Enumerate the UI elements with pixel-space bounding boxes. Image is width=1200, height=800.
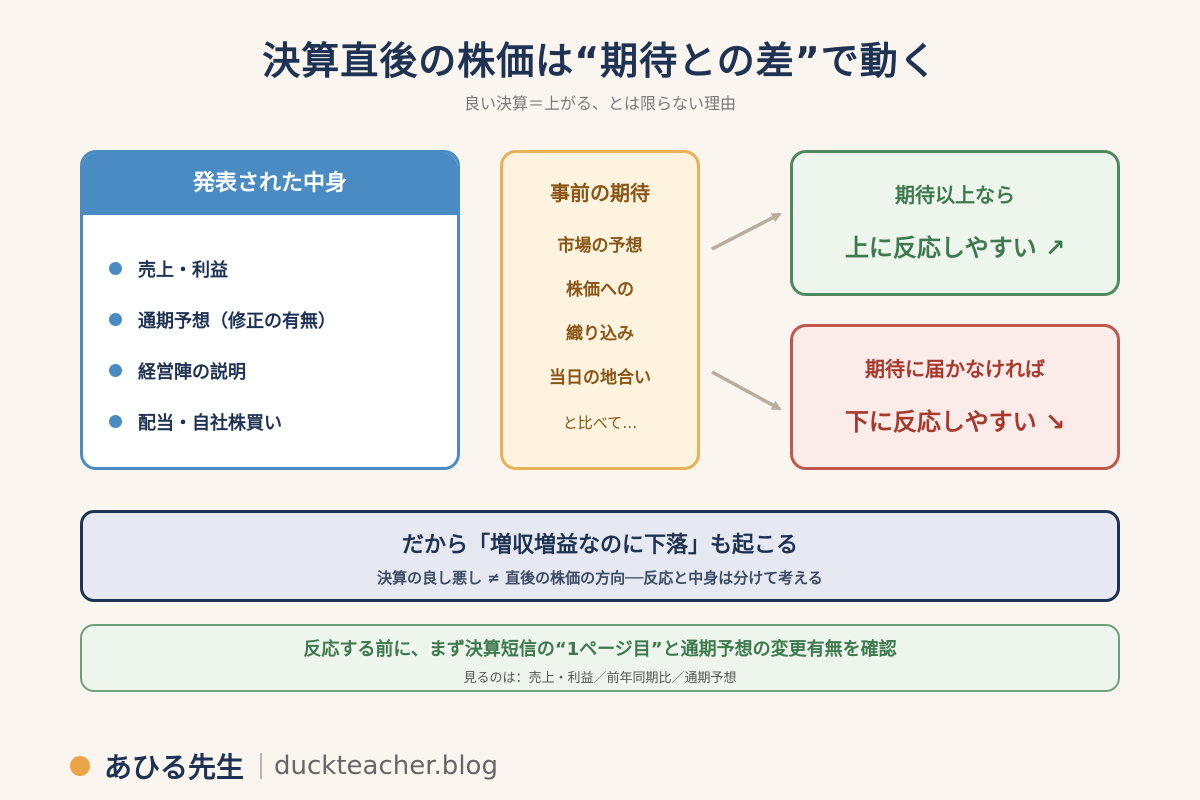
conclusion-banner: だから「増収増益なのに下落」も起こる 決算の良し悪し ≠ 直後の株価の方向──反… [80,510,1120,602]
result-up-reaction: 上に反応しやすい ↗ [844,234,1066,262]
list-item-label: 売上・利益 [138,259,228,281]
page-subtitle: 良い決算＝上がる、とは限らない理由 [463,94,736,113]
footer-divider [260,753,263,779]
footer: あひる先生 duckteacher.blog [70,744,498,788]
blog-url: duckteacher.blog [274,751,498,781]
bullet-dot-icon [109,313,122,326]
result-down-box: 期待に届かなければ 下に反応しやすい ↘ [790,324,1120,470]
result-down-reaction: 下に反応しやすい ↘ [844,408,1066,436]
list-item: 通期予想（修正の有無） [109,294,457,345]
expectation-compare-text: と比べて… [562,414,638,432]
author-name: あひる先生 [104,751,245,784]
tip-title: 反応する前に、まず決算短信の“1ページ目”と通期予想の変更有無を確認 [303,639,897,660]
page-title: 決算直後の株価は“期待との差”で動く [262,39,938,83]
announced-content-title: 発表された中身 [83,153,457,215]
tip-banner: 反応する前に、まず決算短信の“1ページ目”と通期予想の変更有無を確認 見るのは：… [80,624,1120,692]
expectation-item: 市場の予想 [557,236,643,256]
bullet-dot-icon [109,364,122,377]
tip-subtitle: 見るのは：売上・利益／前年同期比／通期予想 [463,671,737,686]
list-item-label: 通期予想（修正の有無） [138,310,336,332]
arrow-up-icon [711,212,782,251]
brand-dot-icon [70,756,90,776]
expectation-list: 市場の予想 株価への 織り込み 当日の地合い [503,224,697,400]
list-item-label: 配当・自社株買い [138,412,282,434]
list-item-label: 経営陣の説明 [138,361,246,383]
result-up-condition: 期待以上なら [895,183,1015,207]
list-item: 売上・利益 [109,243,457,294]
expectation-item: 当日の地合い [549,368,651,388]
announced-content-box: 発表された中身 売上・利益 通期予想（修正の有無） 経営陣の説明 配当・自社株買… [80,150,460,470]
result-up-box: 期待以上なら 上に反応しやすい ↗ [790,150,1120,296]
expectation-item: 株価への [566,280,634,300]
result-down-condition: 期待に届かなければ [865,357,1045,381]
list-item: 配当・自社株買い [109,396,457,447]
bullet-dot-icon [109,415,122,428]
list-item: 経営陣の説明 [109,345,457,396]
bullet-dot-icon [109,262,122,275]
expectation-box: 事前の期待 市場の予想 株価への 織り込み 当日の地合い と比べて… [500,150,700,470]
expectation-item: 織り込み [566,324,634,344]
conclusion-title: だから「増収増益なのに下落」も起こる [401,533,798,558]
announced-content-list: 売上・利益 通期予想（修正の有無） 経営陣の説明 配当・自社株買い [83,215,457,447]
conclusion-subtitle: 決算の良し悪し ≠ 直後の株価の方向──反応と中身は分けて考える [377,569,823,587]
arrow-down-icon [711,370,782,411]
expectation-title: 事前の期待 [550,181,650,205]
